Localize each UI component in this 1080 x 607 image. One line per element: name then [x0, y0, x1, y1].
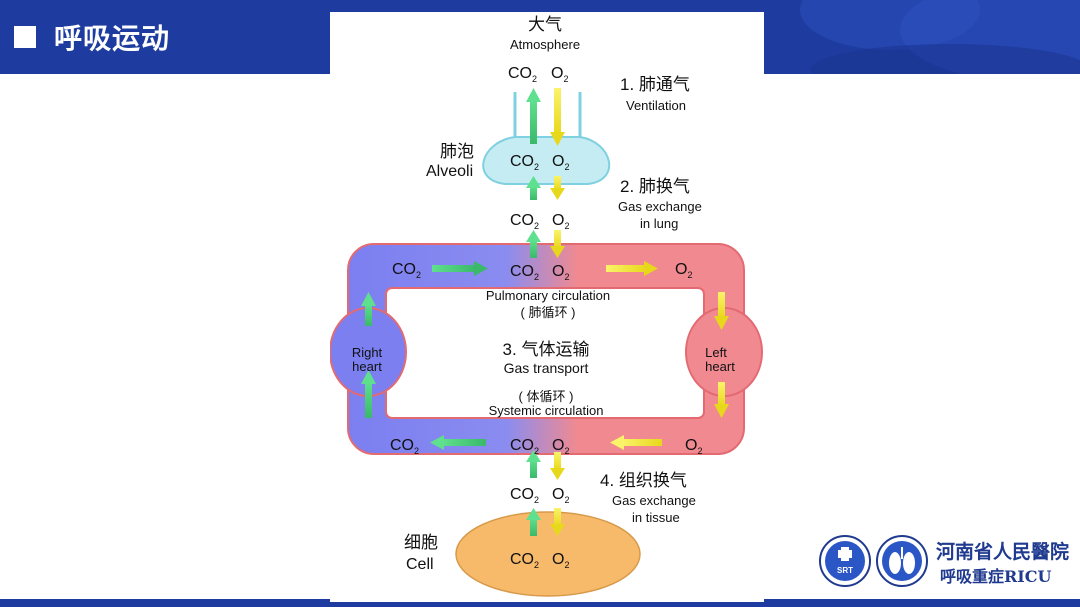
o2-label: O2 [685, 437, 702, 456]
title-area: 呼吸运动 [0, 0, 170, 74]
o2-arrow-down-icon [550, 176, 565, 200]
atmosphere-label-cn: 大气 [528, 15, 562, 34]
step1-label-cn: 1. 肺通气 [620, 75, 690, 94]
department-name: 呼吸重症RICU [940, 567, 1052, 586]
o2-label: O2 [552, 437, 569, 456]
o2-label: O2 [552, 551, 569, 570]
co2-arrow-up-icon [361, 292, 376, 326]
o2-arrow-down-icon [714, 382, 729, 418]
co2-label: CO2 [392, 261, 421, 280]
alveoli-label-cn: 肺泡 [440, 142, 474, 161]
systemic-circulation-label-en: Systemic circulation [489, 403, 604, 418]
left-heart-label-1: Left [705, 345, 727, 360]
pulmonary-circulation-label-en: Pulmonary circulation [486, 288, 610, 303]
gas-arrows [361, 88, 729, 536]
step4-label-en-1: Gas exchange [612, 493, 696, 508]
co2-label: CO2 [510, 486, 539, 505]
hospital-name: 河南省人民醫院 [936, 541, 1070, 563]
right-heart-label-1: Right [352, 345, 383, 360]
step2-label-en-2: in lung [640, 216, 678, 231]
step4-label-en-2: in tissue [632, 510, 680, 525]
o2-label: O2 [552, 263, 569, 282]
o2-arrow-down-icon [550, 230, 565, 258]
co2-arrow-right-icon [432, 261, 488, 276]
co2-label: CO2 [510, 263, 539, 282]
co2-arrow-up-icon [361, 370, 376, 418]
systemic-circulation-label-cn: ( 体循环 ) [519, 389, 574, 404]
srt-badge-icon: SRT [819, 535, 871, 587]
o2-arrow-right-icon [606, 261, 658, 276]
o2-label: O2 [675, 261, 692, 280]
atmosphere-label-en: Atmosphere [510, 37, 580, 52]
left-heart-label-2: heart [705, 359, 735, 374]
hospital-logo: SRT 河南省人民醫院 呼吸重症RICU [818, 533, 1080, 593]
right-heart-label-2: heart [352, 359, 382, 374]
step2-label-cn: 2. 肺换气 [620, 177, 690, 196]
step2-label-en-1: Gas exchange [618, 199, 702, 214]
co2-arrow-up-icon [526, 176, 541, 200]
o2-arrow-down-icon [550, 452, 565, 480]
diagram-labels: 大气 Atmosphere CO2 O2 1. 肺通气 Ventilation … [352, 15, 735, 573]
co2-arrow-up-icon [526, 508, 541, 536]
title-bullet-icon [14, 26, 36, 48]
o2-label: O2 [552, 212, 569, 231]
co2-arrow-up-icon [526, 88, 541, 144]
o2-arrow-down-icon [550, 88, 565, 146]
co2-label: CO2 [510, 551, 539, 570]
o2-arrow-down-icon [550, 508, 565, 536]
hospital-emblems: SRT [819, 535, 928, 587]
o2-arrow-down-icon [714, 292, 729, 330]
step3-label-cn: 3. 气体运输 [503, 340, 590, 359]
co2-label: CO2 [390, 437, 419, 456]
o2-label: O2 [551, 65, 568, 84]
o2-label: O2 [552, 486, 569, 505]
co2-label: CO2 [510, 153, 539, 172]
cell-shape [455, 511, 641, 597]
respiration-diagram-panel: 大气 Atmosphere CO2 O2 1. 肺通气 Ventilation … [329, 12, 764, 602]
co2-arrow-up-icon [526, 230, 541, 258]
alveoli-label-en: Alveoli [426, 163, 473, 180]
respiration-diagram: 大气 Atmosphere CO2 O2 1. 肺通气 Ventilation … [329, 15, 763, 597]
step4-label-cn: 4. 组织换气 [600, 471, 687, 490]
step3-label-en: Gas transport [504, 360, 589, 376]
cell-label-en: Cell [406, 556, 434, 573]
co2-arrow-up-icon [526, 450, 541, 478]
cell-label-cn: 细胞 [404, 533, 438, 552]
airway [513, 92, 582, 142]
pulmonary-circulation-label-cn: ( 肺循环 ) [521, 305, 576, 320]
o2-label: O2 [552, 153, 569, 172]
footer-bar [0, 599, 1080, 607]
co2-arrow-left-icon [430, 435, 486, 450]
o2-arrow-left-icon [610, 435, 662, 450]
co2-label: CO2 [510, 212, 539, 231]
header-wave-decoration [800, 0, 1080, 74]
slide-title: 呼吸运动 [54, 22, 171, 55]
co2-label: CO2 [510, 437, 539, 456]
circulation-loop [329, 243, 763, 455]
step1-label-en: Ventilation [626, 98, 686, 113]
co2-label: CO2 [508, 65, 537, 84]
ricu-lung-badge-icon [876, 535, 928, 587]
alveoli-shape [482, 136, 611, 185]
svg-text:SRT: SRT [837, 566, 853, 575]
